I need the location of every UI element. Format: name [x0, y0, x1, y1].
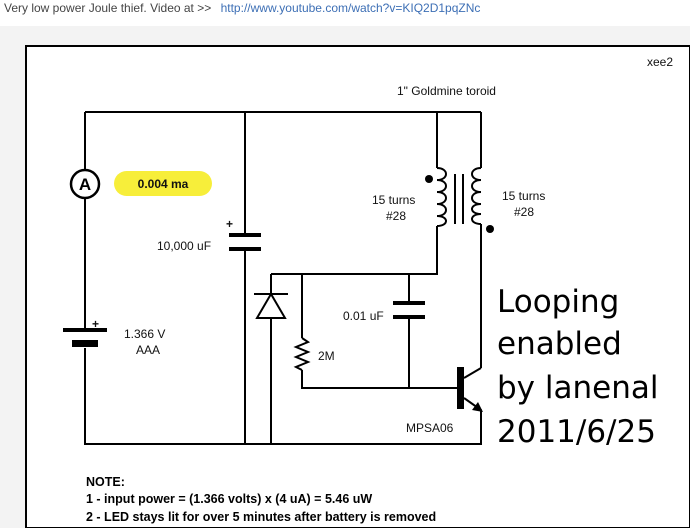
intro-text: Very low power Joule thief. Video at >> [4, 1, 212, 15]
coil-left-wire: #28 [386, 209, 406, 223]
corner-tag: xee2 [647, 55, 673, 69]
capacitor-10000uf [229, 233, 261, 251]
coil-right-wire: #28 [514, 205, 534, 219]
cap-small-value: 0.01 uF [343, 309, 384, 323]
diagram-panel [25, 45, 690, 528]
transistor-mpsa06 [457, 367, 483, 444]
coil-left [436, 167, 447, 227]
battery-plus-sign: + [92, 317, 99, 331]
capacitor-001uf [393, 301, 425, 319]
cap-big-value: 10,000 uF [157, 239, 211, 253]
resistor-2m [293, 337, 311, 371]
note-item-1: 1 - input power = (1.366 volts) x (4 uA)… [86, 492, 372, 506]
polarity-dot-right [486, 225, 494, 233]
coil-right [471, 167, 482, 225]
ammeter-symbol: A [79, 175, 91, 194]
battery [63, 328, 107, 347]
coil-left-bottom [271, 226, 438, 275]
battery-type: AAA [136, 343, 160, 357]
coil-left-turns: 15 turns [372, 193, 415, 207]
toroid-transformer [425, 167, 494, 233]
cap-plus-sign: + [226, 217, 233, 231]
left-bottom-wire [84, 348, 245, 445]
reading-highlight [114, 171, 212, 196]
resistor-to-base [301, 370, 458, 389]
led-diode [254, 292, 288, 319]
overlay-line-1: Looping [497, 284, 619, 320]
overlay-line-3: by lanenal [497, 370, 658, 406]
coil-right-turns: 15 turns [502, 189, 545, 203]
notes-title: NOTE: [86, 475, 125, 489]
image-frame: xee2 1" Goldmine toroid A 0.00 [0, 26, 690, 528]
page-header: Very low power Joule thief. Video at >> … [0, 0, 690, 26]
schematic-diagram: xee2 1" Goldmine toroid A 0.00 [25, 45, 690, 528]
ammeter: A [69, 168, 101, 200]
overlay-line-2: enabled [497, 326, 622, 362]
video-link[interactable]: http://www.youtube.com/watch?v=KIQ2D1pqZ… [220, 1, 481, 15]
notes-block: NOTE: 1 - input power = (1.366 volts) x … [86, 475, 436, 524]
toroid-label: 1" Goldmine toroid [397, 84, 496, 98]
polarity-dot-left [425, 175, 433, 183]
battery-voltage: 1.366 V [124, 327, 165, 341]
transistor-label: MPSA06 [406, 421, 454, 435]
ammeter-reading: 0.004 ma [138, 177, 189, 191]
resistor-value: 2M [318, 349, 335, 363]
note-item-2: 2 - LED stays lit for over 5 minutes aft… [86, 510, 436, 524]
looping-annotation: Looping enabled by lanenal 2011/6/25 [497, 284, 658, 450]
overlay-line-4: 2011/6/25 [497, 414, 656, 450]
